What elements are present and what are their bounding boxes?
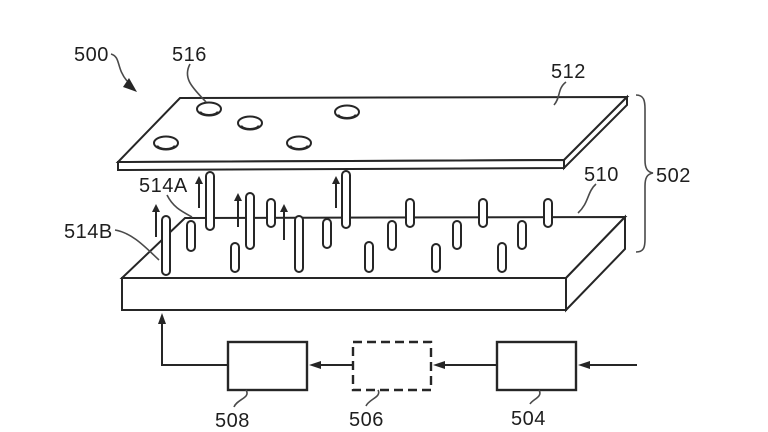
leader-508 xyxy=(233,389,248,408)
leader-506 xyxy=(365,389,380,407)
reference-labels: 500 516 512 502 510 514A 514B 508 506 50… xyxy=(64,44,691,432)
pin xyxy=(497,242,507,273)
label-500: 500 xyxy=(74,44,109,66)
hole xyxy=(237,115,263,131)
pin xyxy=(245,192,255,250)
pin-array xyxy=(161,170,553,276)
pin xyxy=(478,198,488,228)
label-514b: 514B xyxy=(64,221,113,243)
top-plate-front-face xyxy=(117,158,565,172)
leader-lines xyxy=(110,53,597,408)
pin xyxy=(322,218,332,249)
hole xyxy=(286,135,312,151)
pin xyxy=(294,215,304,273)
pin xyxy=(452,220,462,250)
label-504: 504 xyxy=(511,408,546,430)
pin-motion-arrows xyxy=(152,176,340,240)
leader-500-arrow xyxy=(110,53,137,92)
pin xyxy=(266,198,276,228)
up-arrow-icon xyxy=(280,204,288,240)
plate-holes xyxy=(153,101,360,151)
brace-502 xyxy=(635,94,654,253)
bottom-plate-front-face xyxy=(121,277,567,311)
pin xyxy=(543,198,553,228)
label-502: 502 xyxy=(656,165,691,187)
hole xyxy=(196,101,222,117)
bottom-plate-right-face xyxy=(565,214,626,313)
label-514a: 514A xyxy=(139,175,188,197)
up-arrow-icon xyxy=(195,176,203,208)
pin-514a xyxy=(205,171,215,231)
pin xyxy=(431,243,441,273)
up-arrow-icon xyxy=(152,204,160,237)
label-508: 508 xyxy=(215,410,250,432)
hole xyxy=(153,135,179,151)
leader-514a xyxy=(166,194,193,218)
pin xyxy=(341,170,351,229)
pin-514b xyxy=(161,215,171,276)
leader-516 xyxy=(186,63,207,103)
label-506: 506 xyxy=(349,409,384,431)
block-diagram xyxy=(158,313,637,392)
box-508 xyxy=(226,340,309,392)
arrow-508-to-plate xyxy=(158,313,228,366)
label-516: 516 xyxy=(172,44,207,66)
box-504 xyxy=(495,340,578,392)
up-arrow-icon xyxy=(332,176,340,208)
label-512: 512 xyxy=(551,61,586,83)
pin xyxy=(517,220,527,250)
pin xyxy=(364,241,374,273)
arrow-504-to-506 xyxy=(433,361,497,369)
pin xyxy=(186,220,196,252)
box-506 xyxy=(351,340,433,392)
top-plate-top-face xyxy=(115,95,630,164)
leader-512 xyxy=(553,81,567,106)
top-plate xyxy=(115,94,630,172)
pin xyxy=(405,198,415,228)
leader-504 xyxy=(529,389,541,405)
up-arrow-icon xyxy=(234,193,242,227)
leader-510 xyxy=(577,183,597,214)
arrow-506-to-508 xyxy=(309,361,353,369)
label-510: 510 xyxy=(584,164,619,186)
leader-514b xyxy=(114,229,160,261)
top-plate-right-face xyxy=(563,94,628,171)
arrow-input-to-504 xyxy=(578,361,637,369)
pin xyxy=(230,242,240,273)
pin xyxy=(387,220,397,251)
hole xyxy=(334,104,360,120)
